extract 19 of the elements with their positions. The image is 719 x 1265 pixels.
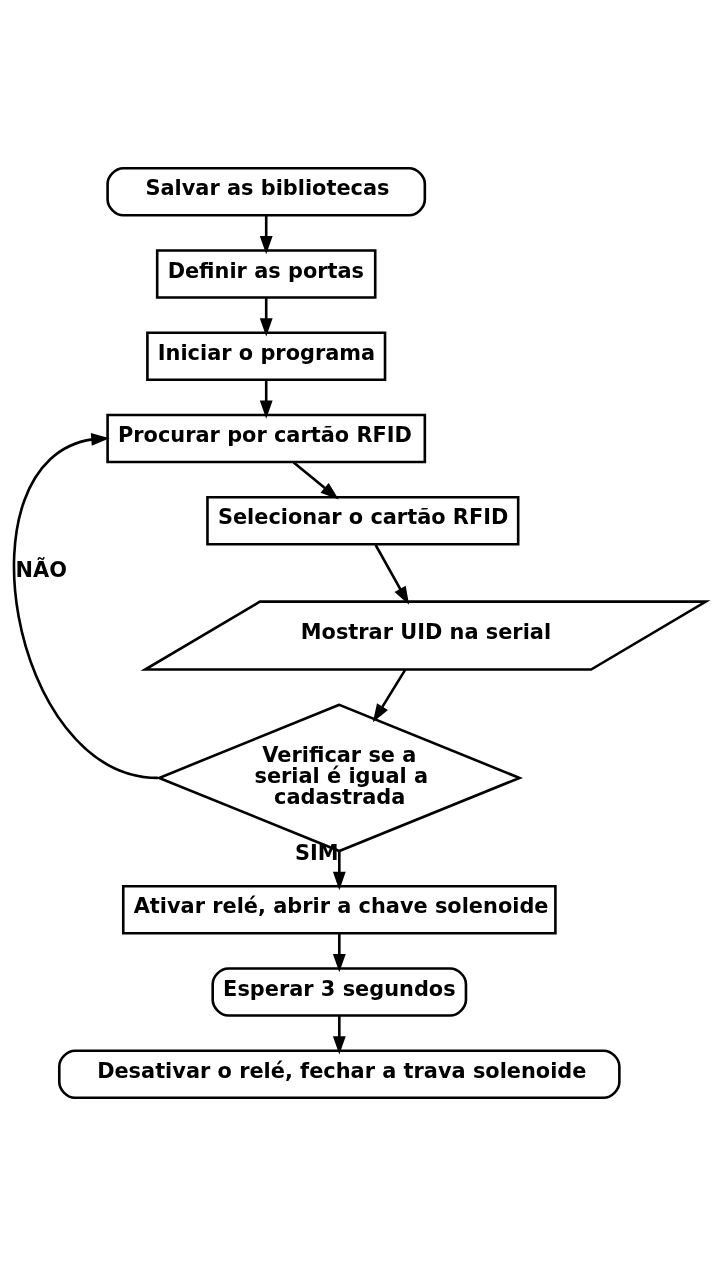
arrow [259,297,273,336]
arrow [259,215,273,254]
arrow [332,933,346,972]
node-box: Selecionar o cartão RFID [206,495,520,546]
edge-label: NÃO [15,557,67,582]
node-box: Esperar 3 segundos [211,966,468,1017]
node-box: Ativar relé, abrir a chave solenoide [121,884,557,935]
node-box: Salvar as bibliotecas [106,166,427,217]
node-box: Iniciar o programa [146,330,387,381]
node-box: Desativar o relé, fechar a trava solenoide [57,1048,621,1099]
node-box: Procurar por cartão RFID [106,413,427,463]
arrow [374,543,410,605]
arrow [372,668,407,722]
arrow [332,1015,346,1055]
arrow [259,379,273,419]
node-box: Definir as portas [155,248,377,299]
arrow [292,460,339,500]
arrow [12,432,159,779]
arrow [332,850,346,890]
